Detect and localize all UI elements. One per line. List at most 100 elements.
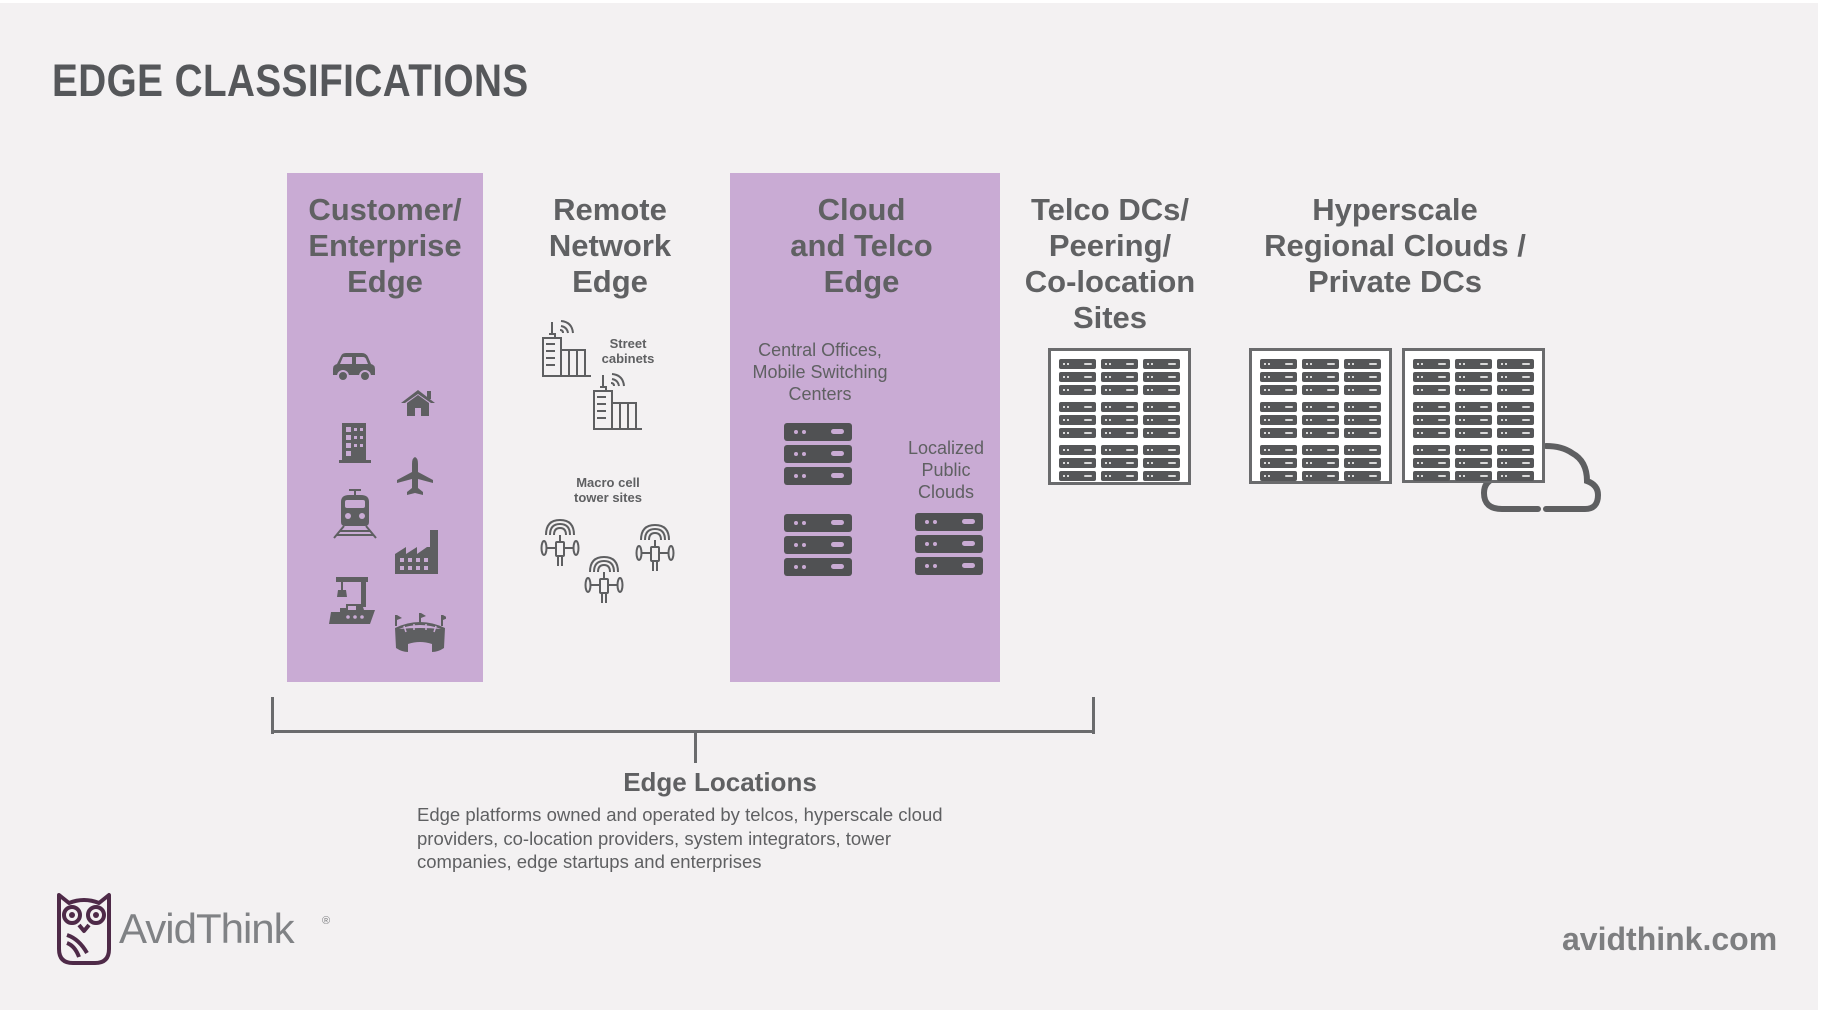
server-unit	[1455, 415, 1492, 425]
server-unit	[1344, 445, 1381, 455]
server-unit	[1143, 445, 1180, 455]
cell-tower-icon	[584, 555, 624, 603]
server-unit	[1413, 458, 1450, 468]
server-unit	[1497, 385, 1534, 395]
heading-cloud-telco-edge: Cloud and Telco Edge	[790, 192, 933, 299]
server-unit	[784, 514, 852, 532]
server-unit	[1413, 402, 1450, 412]
server-unit	[1497, 372, 1534, 382]
server-unit	[915, 557, 983, 575]
server-unit	[1344, 471, 1381, 481]
house-icon	[401, 390, 435, 416]
bracket-bar	[271, 730, 1095, 733]
server-unit	[915, 535, 983, 553]
server-unit	[1413, 385, 1450, 395]
server-unit	[915, 513, 983, 531]
rack-column	[1413, 359, 1450, 488]
office-building-icon	[339, 423, 371, 463]
server-unit	[1497, 458, 1534, 468]
server-unit	[1413, 471, 1450, 481]
rack-column	[1260, 359, 1297, 488]
server-unit	[1455, 359, 1492, 369]
heading-customer-enterprise-edge: Customer/ Enterprise Edge	[308, 192, 462, 299]
rack-column	[1143, 359, 1180, 488]
label-macro-cell-tower-sites: Macro cell tower sites	[574, 475, 642, 505]
datacenter-icon	[1249, 348, 1392, 484]
server-unit	[1143, 359, 1180, 369]
cell-tower-icon	[540, 518, 580, 566]
server-unit	[1302, 428, 1339, 438]
cell-tower-icon	[635, 523, 675, 571]
city-building-wireless-icon	[593, 373, 642, 430]
server-unit	[1143, 458, 1180, 468]
server-unit	[1260, 471, 1297, 481]
server-unit	[1413, 445, 1450, 455]
server-unit	[1497, 471, 1534, 481]
rack-column	[1497, 359, 1534, 488]
server-unit	[1260, 359, 1297, 369]
website-link[interactable]: avidthink.com	[1562, 921, 1778, 957]
server-unit	[1413, 428, 1450, 438]
brand-name: AvidThink	[119, 905, 295, 952]
server-unit	[1497, 428, 1534, 438]
server-unit	[1344, 372, 1381, 382]
server-unit	[1101, 402, 1138, 412]
server-unit	[1101, 458, 1138, 468]
server-unit	[1101, 445, 1138, 455]
server-unit	[1101, 428, 1138, 438]
server-unit	[1344, 385, 1381, 395]
server-unit	[1302, 458, 1339, 468]
rack-column	[1101, 359, 1138, 488]
server-unit	[1059, 402, 1096, 412]
airplane-icon	[397, 457, 433, 495]
server-unit	[1455, 385, 1492, 395]
server-unit	[1302, 359, 1339, 369]
server-unit	[1497, 415, 1534, 425]
server-unit	[1059, 471, 1096, 481]
server-unit	[1059, 458, 1096, 468]
panel-cloud-telco-edge	[730, 173, 1000, 682]
factory-icon	[395, 530, 438, 574]
server-unit	[1143, 385, 1180, 395]
train-icon	[333, 489, 377, 539]
server-unit	[1497, 445, 1534, 455]
server-unit	[1455, 471, 1492, 481]
server-unit	[1101, 415, 1138, 425]
server-unit	[1101, 471, 1138, 481]
stadium-icon	[395, 613, 446, 652]
datacenter-icon	[1048, 348, 1191, 485]
server-unit	[1260, 402, 1297, 412]
server-unit	[1143, 415, 1180, 425]
registered-mark: ®	[322, 915, 331, 927]
edge-locations-description: Edge platforms owned and operated by tel…	[417, 804, 943, 872]
city-building-wireless-icon	[542, 320, 591, 377]
heading-telco-dcs: Telco DCs/ Peering/ Co-location Sites	[1024, 192, 1196, 335]
server-unit	[1143, 402, 1180, 412]
car-icon	[333, 353, 375, 382]
server-unit	[1059, 372, 1096, 382]
rack-column	[1302, 359, 1339, 488]
label-central-offices: Central Offices, Mobile Switching Center…	[752, 340, 888, 404]
server-unit	[1143, 428, 1180, 438]
server-unit	[784, 536, 852, 554]
server-unit	[1344, 458, 1381, 468]
server-unit	[1344, 359, 1381, 369]
heading-hyperscale: Hyperscale Regional Clouds / Private DCs	[1264, 192, 1526, 299]
server-unit	[1260, 372, 1297, 382]
port-crane-ship-icon	[329, 577, 375, 624]
rack-column	[1059, 359, 1096, 488]
server-unit	[1101, 385, 1138, 395]
bracket-right-end	[1092, 697, 1095, 734]
server-rack-icon	[784, 423, 852, 489]
label-street-cabinets: Street cabinets	[601, 336, 655, 366]
server-unit	[1302, 445, 1339, 455]
server-unit	[1260, 415, 1297, 425]
server-unit	[1143, 471, 1180, 481]
server-unit	[1059, 359, 1096, 369]
server-rack-icon	[784, 514, 852, 580]
server-unit	[1101, 359, 1138, 369]
server-unit	[1260, 385, 1297, 395]
server-unit	[1260, 428, 1297, 438]
server-unit	[784, 558, 852, 576]
server-unit	[1497, 402, 1534, 412]
